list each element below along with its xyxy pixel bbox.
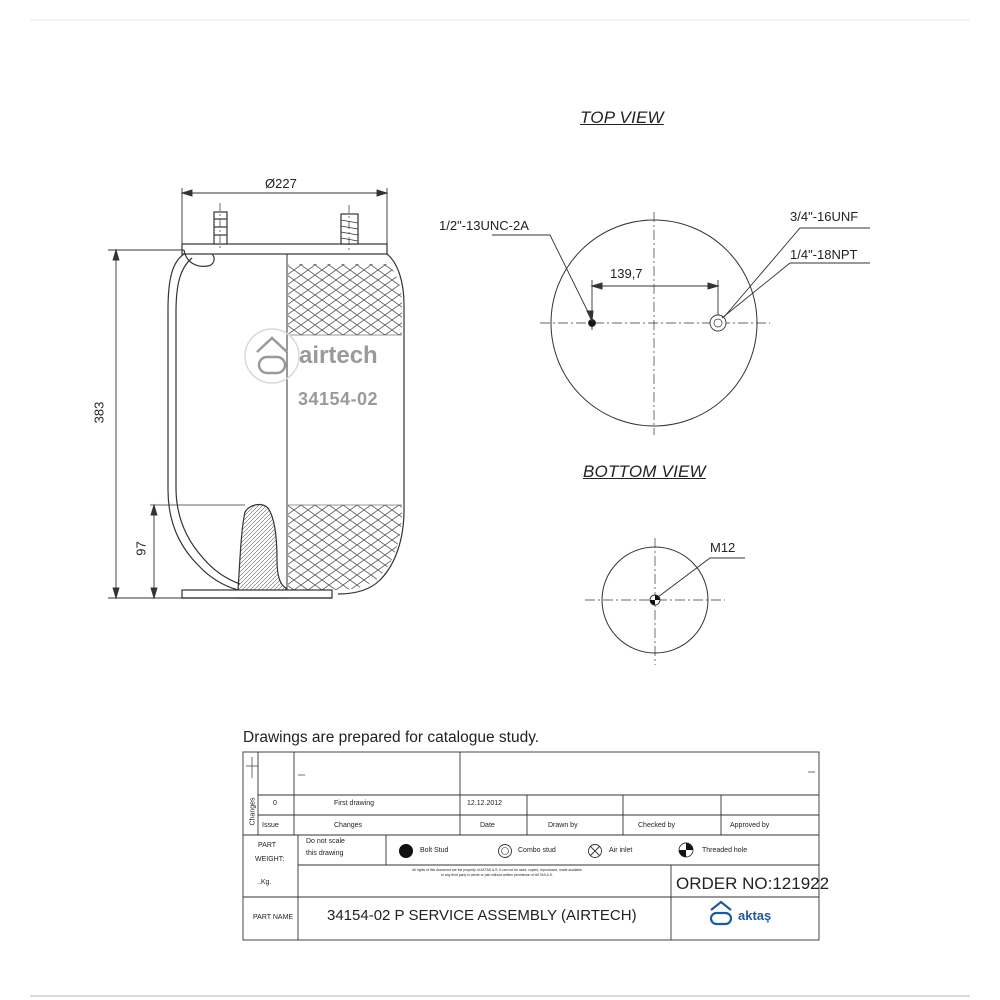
air-thread-callout-1: 3/4"-16UNF — [790, 209, 859, 224]
legend-combo-stud-icon — [498, 844, 512, 858]
legend-bolt-stud: Bolt Stud — [420, 847, 449, 854]
legend-combo-stud: Combo stud — [518, 847, 556, 854]
part-weight-label-2: WEIGHT: — [255, 856, 285, 863]
header-drawn-by: Drawn by — [548, 822, 578, 829]
weight-unit: ..Kg. — [257, 879, 272, 886]
do-not-scale-2: this drawing — [306, 850, 344, 857]
top-combo-stud-marker — [709, 314, 727, 332]
changes-side-label: Changes — [249, 797, 257, 826]
piston-section — [237, 503, 287, 599]
bolt-stud — [213, 211, 228, 245]
header-date: Date — [480, 822, 495, 829]
product-code-label: 34154-02 — [298, 389, 379, 409]
airtech-logo-icon — [244, 328, 300, 384]
bellow-outline-right — [337, 253, 405, 595]
top-view-title: TOP VIEW — [580, 108, 664, 127]
air-thread-callout-2: 1/4"-18NPT — [790, 247, 858, 262]
disclaimer-text: Drawings are prepared for catalogue stud… — [243, 729, 540, 746]
title-block-frame — [242, 751, 820, 941]
legend-threaded-hole-icon — [678, 842, 694, 858]
stud-spacing-dimension: 139,7 — [610, 266, 643, 281]
side-view-dimensions — [108, 188, 389, 600]
aktas-logo-icon — [709, 900, 733, 926]
piston-height-dimension: 97 — [133, 541, 149, 556]
do-not-scale-1: Do not scale — [306, 838, 345, 845]
rights-notice: All rights of this document are the prop… — [412, 868, 582, 877]
bottom-view — [585, 538, 745, 665]
base-plate — [181, 589, 333, 599]
legend-bolt-stud-icon — [399, 844, 413, 858]
row-issue: 0 — [273, 800, 277, 807]
order-number: ORDER NO:121922 — [676, 874, 830, 893]
side-view — [150, 203, 405, 599]
top-plate — [181, 243, 388, 255]
part-weight-label-1: PART — [258, 842, 277, 849]
header-checked-by: Checked by — [638, 822, 675, 829]
airtech-brand-text: airtech — [299, 342, 378, 369]
row-date: 12.12.2012 — [467, 800, 503, 807]
legend-air-inlet-icon — [588, 844, 602, 858]
bellow-outline-left — [167, 253, 239, 598]
height-dimension: 383 — [91, 401, 107, 424]
title-block — [242, 751, 820, 941]
bottom-view-title: BOTTOM VIEW — [583, 462, 706, 481]
header-changes: Changes — [334, 822, 363, 829]
legend-threaded-hole: Threaded hole — [702, 847, 748, 854]
part-name-label: PART NAME — [253, 914, 294, 921]
part-name: 34154-02 P SERVICE ASSEMBLY (AIRTECH) — [327, 907, 637, 924]
diameter-dimension: Ø227 — [265, 176, 297, 191]
stud-thread-callout: 1/2"-13UNC-2A — [439, 218, 529, 233]
header-approved-by: Approved by — [730, 822, 770, 829]
company-name: aktaş — [738, 908, 772, 923]
header-issue: Issue — [262, 822, 279, 829]
row-change: First drawing — [334, 800, 375, 807]
legend-air-inlet: Air inlet — [609, 847, 633, 854]
top-view — [492, 212, 870, 435]
bottom-thread-callout: M12 — [710, 540, 736, 555]
